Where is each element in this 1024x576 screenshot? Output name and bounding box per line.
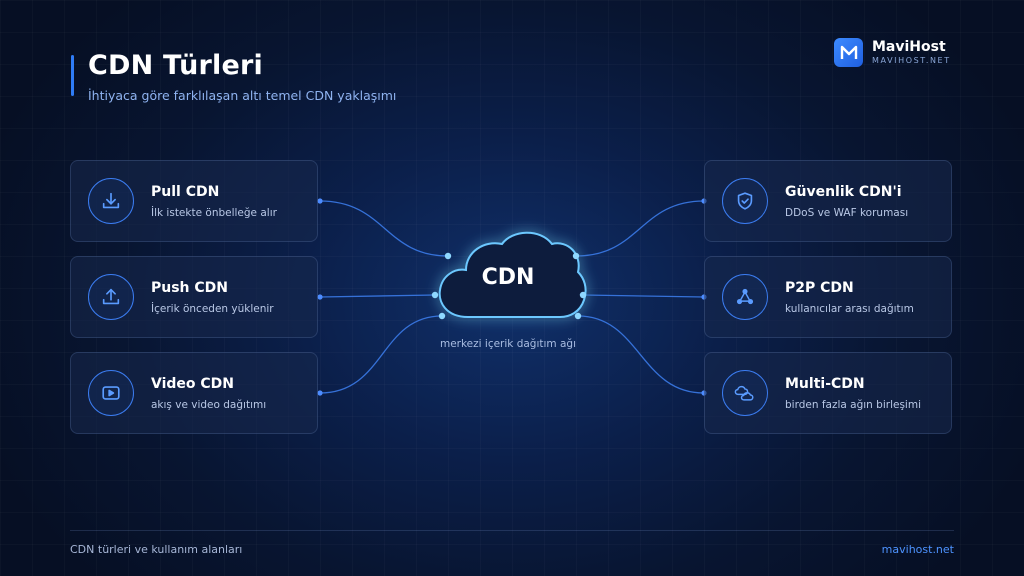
download-icon bbox=[88, 178, 134, 224]
card-pull-cdn: Pull CDN İlk istekte önbelleğe alır bbox=[70, 160, 318, 242]
footer-url: mavihost.net bbox=[881, 543, 954, 556]
network-nodes-icon bbox=[722, 274, 768, 320]
card-description: birden fazla ağın birleşimi bbox=[785, 399, 921, 411]
link-pull-cdn bbox=[319, 200, 449, 257]
card-title: Pull CDN bbox=[151, 184, 220, 200]
upload-icon bbox=[88, 274, 134, 320]
brand: MaviHost MAVIHOST.NET bbox=[834, 38, 951, 67]
card-p2p-cdn: P2P CDN kullanıcılar arası dağıtım bbox=[704, 256, 952, 338]
card-title: Güvenlik CDN'i bbox=[785, 184, 902, 200]
card-title: Video CDN bbox=[151, 376, 235, 392]
brand-logo bbox=[834, 38, 863, 67]
cdn-cloud bbox=[438, 231, 587, 318]
card-description: DDoS ve WAF koruması bbox=[785, 207, 909, 219]
card-video-cdn: Video CDN akış ve video dağıtımı bbox=[70, 352, 318, 434]
play-icon bbox=[88, 370, 134, 416]
multi-cloud-icon bbox=[722, 370, 768, 416]
page-title: CDN Türleri bbox=[88, 50, 263, 81]
logo-m-icon bbox=[840, 45, 857, 59]
brand-url: MAVIHOST.NET bbox=[872, 56, 951, 65]
link-p2p-cdn bbox=[582, 294, 705, 298]
brand-name: MaviHost bbox=[872, 39, 946, 55]
footer-caption: CDN türleri ve kullanım alanları bbox=[70, 543, 243, 556]
link-multi-cdn bbox=[577, 315, 705, 394]
card-title: P2P CDN bbox=[785, 280, 854, 296]
footer-divider bbox=[70, 530, 954, 531]
card-title: Push CDN bbox=[151, 280, 229, 296]
shield-check-icon bbox=[722, 178, 768, 224]
link-security-cdn bbox=[575, 200, 705, 257]
card-description: İçerik önceden yüklenir bbox=[151, 303, 274, 315]
card-description: İlk istekte önbelleğe alır bbox=[151, 207, 277, 219]
card-multi-cdn: Multi-CDN birden fazla ağın birleşimi bbox=[704, 352, 952, 434]
card-push-cdn: Push CDN İçerik önceden yüklenir bbox=[70, 256, 318, 338]
link-push-cdn bbox=[319, 294, 436, 298]
card-security-cdn: Güvenlik CDN'i DDoS ve WAF koruması bbox=[704, 160, 952, 242]
cdn-center-caption: merkezi içerik dağıtım ağı bbox=[439, 338, 577, 350]
title-accent-bar bbox=[71, 55, 74, 96]
card-description: akış ve video dağıtımı bbox=[151, 399, 267, 411]
page-subtitle: İhtiyaca göre farklılaşan altı temel CDN… bbox=[88, 88, 397, 103]
card-description: kullanıcılar arası dağıtım bbox=[785, 303, 914, 315]
cdn-center-label: CDN bbox=[481, 265, 535, 290]
card-title: Multi-CDN bbox=[785, 376, 865, 392]
link-video-cdn bbox=[319, 315, 443, 394]
